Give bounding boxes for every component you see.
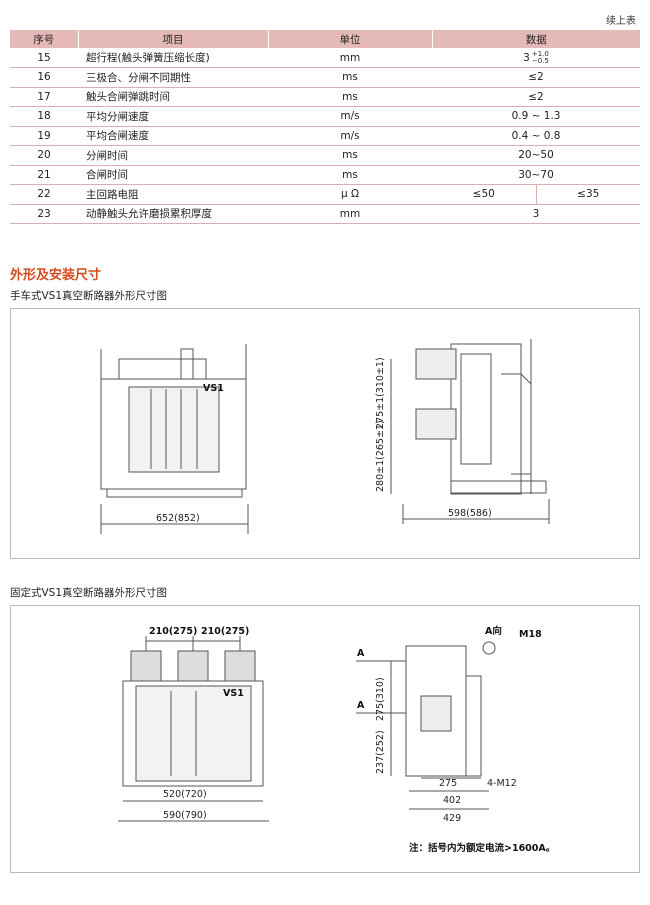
row-unit: mm	[268, 204, 432, 224]
row-value-b: ≤35	[536, 184, 640, 205]
fixed-side-width-3: 429	[443, 813, 461, 824]
tolerance-down: −0.5	[531, 56, 549, 65]
row-unit: mm	[268, 48, 432, 68]
row-no: 22	[10, 184, 78, 205]
row-value: 0.9 ~ 1.3	[432, 106, 640, 127]
section-title: 外形及安装尺寸	[10, 268, 102, 283]
row-item: 三极合、分闸不同期性	[78, 67, 268, 88]
table-row: 20 分闸时间 ms 20~50	[10, 145, 640, 166]
row-value: 0.4 ~ 0.8	[432, 126, 640, 146]
row-unit: ms	[268, 87, 432, 107]
handcart-width-dim: 652(852)	[156, 513, 200, 524]
row-item: 触头合闸弹跳时间	[78, 87, 268, 107]
fixed-outer-width-dim: 590(790)	[163, 810, 207, 821]
fixed-bolt-view	[482, 641, 496, 655]
handcart-front-panel	[128, 386, 220, 473]
fixed-side-body	[405, 645, 467, 777]
fixed-caption: 固定式VS1真空断路器外形尺寸图	[10, 587, 168, 599]
handcart-chassis	[106, 488, 243, 498]
row-value: ≤2	[432, 67, 640, 88]
row-no: 23	[10, 204, 78, 224]
fixed-drawing-frame: 210(275) 210(275) VS1 520(720) 590(790) …	[10, 605, 640, 873]
table-row: 18 平均分闸速度 m/s 0.9 ~ 1.3	[10, 106, 640, 127]
row-no: 21	[10, 165, 78, 185]
value-main: 3	[523, 51, 530, 64]
fixed-side-width-1: 275	[439, 778, 457, 789]
table-row: 16 三极合、分闸不同期性 ms ≤2	[10, 67, 640, 88]
header-data: 数据	[432, 30, 640, 48]
fixed-pole-middle	[177, 650, 209, 682]
fixed-arrow-a-bottom: A	[357, 700, 365, 711]
row-unit: m/s	[268, 126, 432, 146]
table-row: 21 合闸时间 ms 30~70	[10, 165, 640, 185]
row-value: 20~50	[432, 145, 640, 166]
header-item: 项目	[78, 30, 269, 48]
spec-table: 序号 项目 单位 数据 15 超行程(触头弹簧压缩长度) mm 3+1.0−0.…	[10, 30, 640, 224]
table-header-row: 序号 项目 单位 数据	[10, 30, 640, 48]
fixed-inner-width-dim: 520(720)	[163, 789, 207, 800]
row-value: 3+1.0−0.5	[432, 48, 640, 68]
header-no: 序号	[10, 30, 79, 48]
row-unit: μ Ω	[268, 184, 432, 205]
fixed-side-height-1: 275(310)	[375, 677, 386, 721]
row-no: 18	[10, 106, 78, 127]
fixed-pitch-left: 210(275)	[149, 626, 197, 637]
fixed-pole-right	[224, 650, 256, 682]
table-row: 15 超行程(触头弹簧压缩长度) mm 3+1.0−0.5	[10, 48, 640, 68]
handcart-side-chassis	[450, 480, 547, 494]
handcart-drawing: VS1 652(852) 598(586) 280±1(265±1) 275±1…	[100, 339, 550, 534]
row-no: 20	[10, 145, 78, 166]
fixed-bolt-label: M18	[519, 629, 542, 640]
fixed-side-height-2: 237(252)	[375, 730, 386, 774]
handcart-drawing-frame: VS1 652(852) 598(586) 280±1(265±1) 275±1…	[10, 308, 640, 559]
header-unit: 单位	[268, 30, 433, 48]
row-item: 平均合闸速度	[78, 126, 268, 146]
row-no: 17	[10, 87, 78, 107]
fixed-note: 注：括号内为额定电流>1600A。	[409, 842, 555, 854]
row-unit: ms	[268, 145, 432, 166]
row-item: 合闸时间	[78, 165, 268, 185]
table-row: 17 触头合闸弹跳时间 ms ≤2	[10, 87, 640, 107]
handcart-front-label: VS1	[203, 383, 224, 394]
handcart-height-dim: 280±1(265±1)	[375, 420, 386, 492]
fixed-drawing: 210(275) 210(275) VS1 520(720) 590(790) …	[118, 625, 555, 854]
row-no: 15	[10, 48, 78, 68]
row-unit: ms	[268, 165, 432, 185]
handcart-side-width-dim: 598(586)	[448, 508, 492, 519]
row-value: ≤2	[432, 87, 640, 107]
handcart-height-dim-2: 275±1(310±1)	[375, 357, 386, 429]
handcart-caption: 手车式VS1真空断路器外形尺寸图	[10, 290, 168, 302]
table-row: 22 主回路电阻 μ Ω ≤50 ≤35	[10, 184, 640, 205]
table-row: 23 动静触头允许磨损累积厚度 mm 3	[10, 204, 640, 224]
fixed-side-width-2: 402	[443, 795, 461, 806]
row-item: 超行程(触头弹簧压缩长度)	[78, 48, 268, 68]
fixed-pole-left	[130, 650, 162, 682]
row-unit: ms	[268, 67, 432, 88]
fixed-holes: 4-M12	[487, 778, 517, 789]
tolerance: +1.0−0.5	[531, 49, 549, 65]
fixed-pitch-right: 210(275)	[201, 626, 249, 637]
fixed-view-a-label: A向	[485, 625, 502, 637]
continued-note: 续上表	[606, 16, 636, 27]
fixed-arrow-a-top: A	[357, 648, 365, 659]
row-item: 主回路电阻	[78, 184, 268, 205]
row-value-a: ≤50	[432, 184, 537, 205]
row-unit: m/s	[268, 106, 432, 127]
table-row: 19 平均合闸速度 m/s 0.4 ~ 0.8	[10, 126, 640, 146]
row-item: 动静触头允许磨损累积厚度	[78, 204, 268, 224]
row-item: 平均分闸速度	[78, 106, 268, 127]
row-no: 19	[10, 126, 78, 146]
row-item: 分闸时间	[78, 145, 268, 166]
row-value: 30~70	[432, 165, 640, 185]
fixed-front-label: VS1	[223, 688, 244, 699]
row-no: 16	[10, 67, 78, 88]
row-value: 3	[432, 204, 640, 224]
tolerance-up: +1.0	[531, 49, 549, 58]
